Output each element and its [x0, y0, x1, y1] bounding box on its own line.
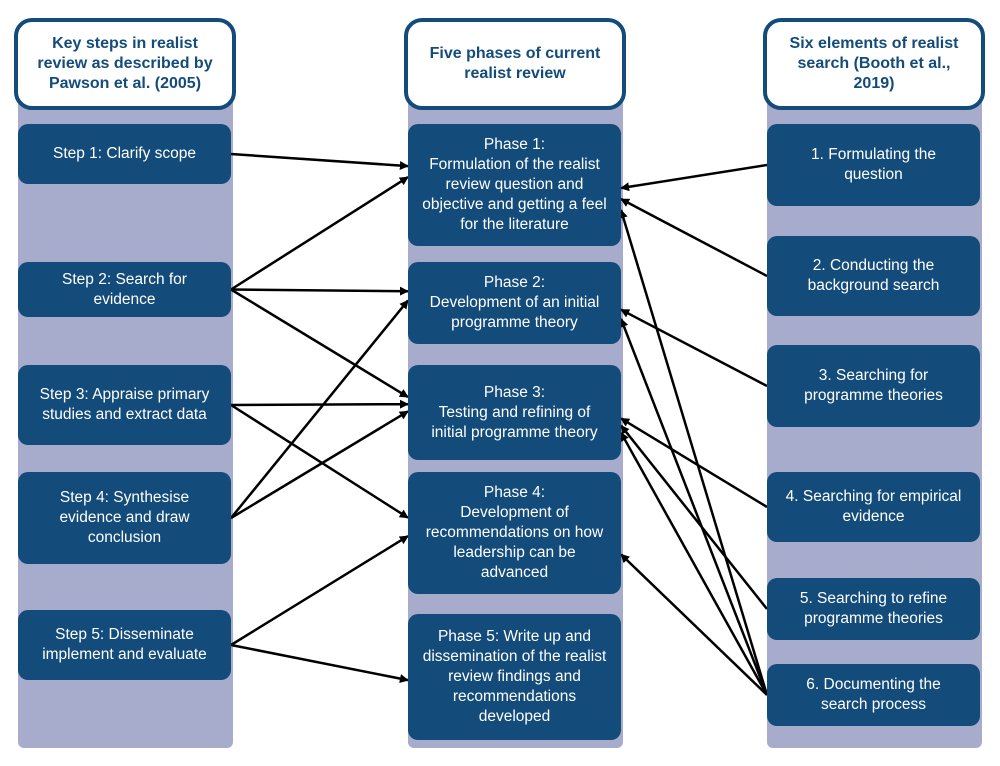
phase-2-box: Phase 2: Development of an initial progr… — [408, 262, 621, 344]
step-1-box: Step 1: Clarify scope — [18, 124, 231, 184]
arrow-right-1-to-middle-0 — [620, 197, 768, 278]
element-3-box: 3. Searching for programme theories — [767, 345, 980, 427]
arrow-right-0-to-middle-0 — [620, 163, 768, 192]
step-5-box: Step 5: Disseminate implement and evalua… — [18, 610, 231, 680]
arrow-right-5-to-middle-2 — [619, 431, 769, 696]
arrow-left-4-to-middle-3 — [230, 534, 409, 647]
arrow-right-5-to-middle-1 — [619, 318, 769, 696]
arrow-left-3-to-middle-1 — [230, 299, 409, 519]
arrow-right-4-to-middle-2 — [620, 424, 768, 610]
step-3-box: Step 3: Appraise primary studies and ext… — [18, 365, 231, 445]
arrow-right-5-to-middle-0 — [619, 209, 769, 696]
right-column-header: Six elements of realist search (Booth et… — [763, 18, 985, 110]
left-column-header: Key steps in realist review as described… — [14, 18, 236, 110]
element-5-box: 5. Searching to refine programme theorie… — [767, 578, 980, 640]
arrow-left-0-to-middle-0 — [230, 152, 409, 171]
arrow-left-2-to-middle-2 — [230, 399, 409, 409]
element-1-box: 1. Formulating the question — [767, 124, 980, 206]
arrow-left-4-to-middle-4 — [230, 643, 409, 683]
arrow-right-5-to-middle-3 — [620, 553, 768, 696]
arrow-left-3-to-middle-2 — [230, 410, 409, 520]
arrow-right-2-to-middle-1 — [620, 308, 768, 388]
element-6-box: 6. Documenting the search process — [767, 664, 980, 726]
middle-column-header: Five phases of current realist review — [404, 18, 626, 110]
phase-4-box: Phase 4: Development of recommendations … — [408, 472, 621, 594]
step-4-box: Step 4: Synthesise evidence and draw con… — [18, 472, 231, 564]
phase-5-box: Phase 5: Write up and dissemination of t… — [408, 614, 621, 740]
arrow-left-1-to-middle-1 — [230, 286, 409, 296]
element-2-box: 2. Conducting the background search — [767, 236, 980, 316]
element-4-box: 4. Searching for empirical evidence — [767, 472, 980, 542]
phase-1-box: Phase 1: Formulation of the realist revi… — [408, 124, 621, 246]
arrow-left-2-to-middle-3 — [230, 403, 409, 519]
step-2-box: Step 2: Search for evidence — [18, 262, 231, 317]
arrow-right-3-to-middle-2 — [620, 417, 768, 509]
phase-3-box: Phase 3: Testing and refining of initial… — [408, 365, 621, 460]
arrow-left-1-to-middle-0 — [230, 176, 409, 291]
arrow-left-1-to-middle-2 — [230, 288, 409, 399]
